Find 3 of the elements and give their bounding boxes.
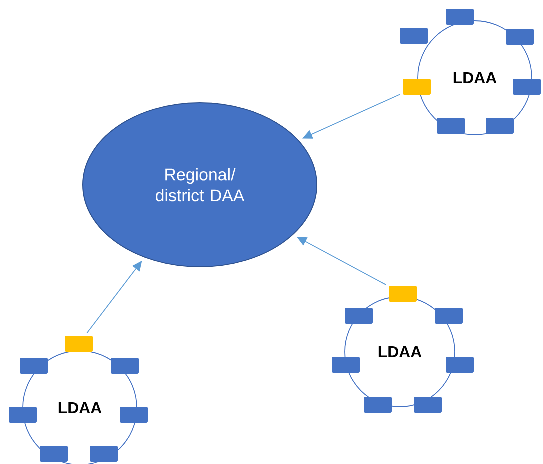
link-box [403,79,431,95]
link-box [65,336,93,352]
link-box [389,286,417,302]
